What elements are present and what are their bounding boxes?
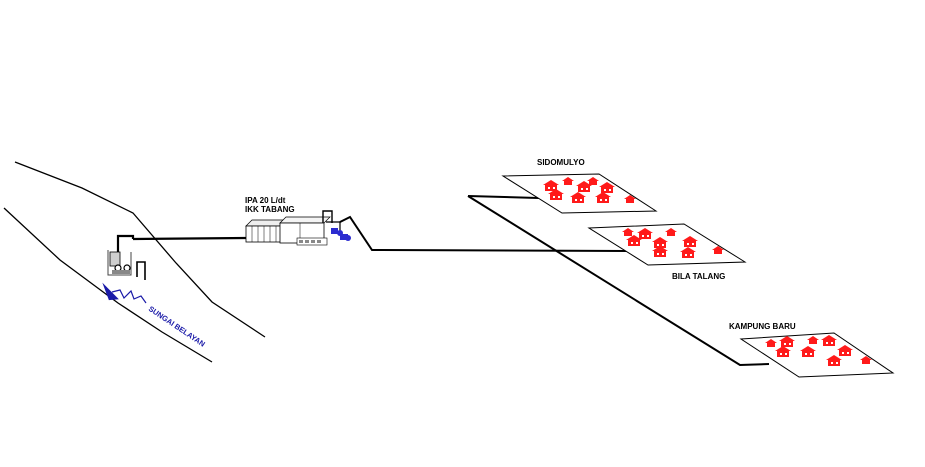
flow-arrow-icon bbox=[102, 282, 147, 304]
settlement-name-kampung-baru: KAMPUNG BARU bbox=[729, 322, 796, 331]
settlement-sidomulyo: SIDOMULYO bbox=[501, 158, 658, 214]
plant-title-line1: IPA 20 L/dt bbox=[245, 196, 286, 205]
settlement-name-bila-talang: BILA TALANG bbox=[672, 272, 725, 281]
settlement-name-sidomulyo: SIDOMULYO bbox=[537, 158, 585, 167]
settlement-kampung-baru: KAMPUNG BARU bbox=[729, 322, 895, 378]
pipe-to-kampung-baru bbox=[467, 195, 770, 367]
river-label: SUNGAI BELAYAN bbox=[147, 304, 207, 348]
treatment-plant-icon bbox=[245, 210, 351, 246]
transmission-pipe bbox=[132, 236, 247, 241]
distribution-main-pipe bbox=[339, 215, 629, 252]
river-bank-lower bbox=[3, 207, 213, 363]
river-bank-upper bbox=[14, 161, 266, 338]
settlement-bila-talang: BILA TALANG bbox=[587, 223, 747, 281]
river: SUNGAI BELAYAN bbox=[3, 161, 266, 363]
intake-pump-icon bbox=[107, 234, 146, 280]
plant-title-line2: IKK TABANG bbox=[245, 205, 295, 214]
